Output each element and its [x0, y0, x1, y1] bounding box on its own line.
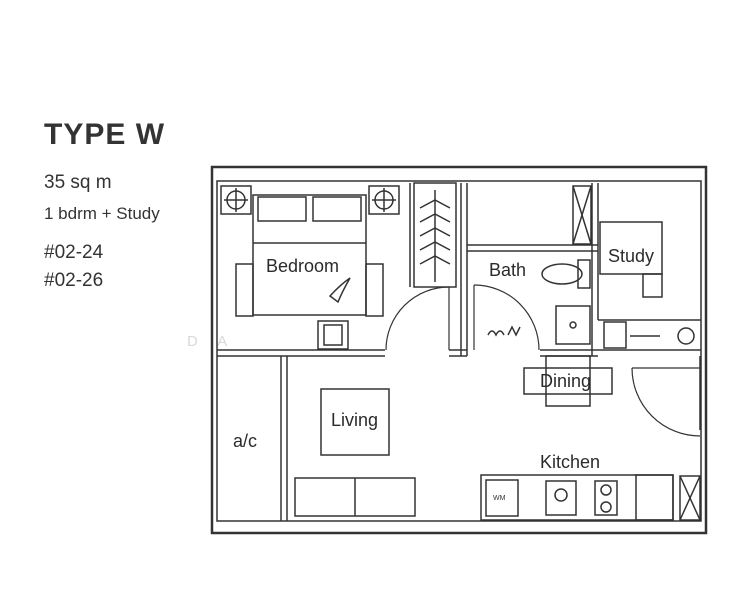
- washing-machine-label: WM: [493, 495, 506, 502]
- unit-type-title: TYPE W: [44, 118, 166, 151]
- living-furniture: [294, 388, 416, 517]
- room-label-bedroom: Bedroom: [266, 256, 339, 276]
- room-label-study: Study: [608, 246, 654, 266]
- bed: [252, 194, 367, 316]
- unit-configuration: 1 bdrm + Study: [44, 204, 160, 223]
- study-furniture: [599, 221, 695, 349]
- doors: [385, 284, 701, 437]
- room-label-kitchen: Kitchen: [540, 452, 600, 472]
- bath-fixtures: [487, 185, 592, 345]
- bedside-furniture: [235, 263, 384, 350]
- room-label-ac: a/c: [233, 431, 257, 451]
- unit-area: 35 sq m: [44, 172, 112, 193]
- room-label-bath: Bath: [489, 260, 526, 280]
- interior-walls: [217, 182, 701, 521]
- outer-walls: [210, 165, 708, 535]
- kitchen-counter: [480, 474, 701, 521]
- unit-info-panel: TYPE W 35 sq m 1 bdrm + Study #02-24 #02…: [44, 118, 209, 298]
- unit-number-2: #02-26: [44, 270, 104, 291]
- column-markers: [220, 185, 400, 215]
- dining-table: [523, 355, 613, 407]
- wardrobe: [419, 190, 451, 282]
- room-label-dining: Dining: [540, 371, 591, 391]
- room-label-living: Living: [331, 410, 378, 430]
- unit-number-1: #02-24: [44, 242, 104, 263]
